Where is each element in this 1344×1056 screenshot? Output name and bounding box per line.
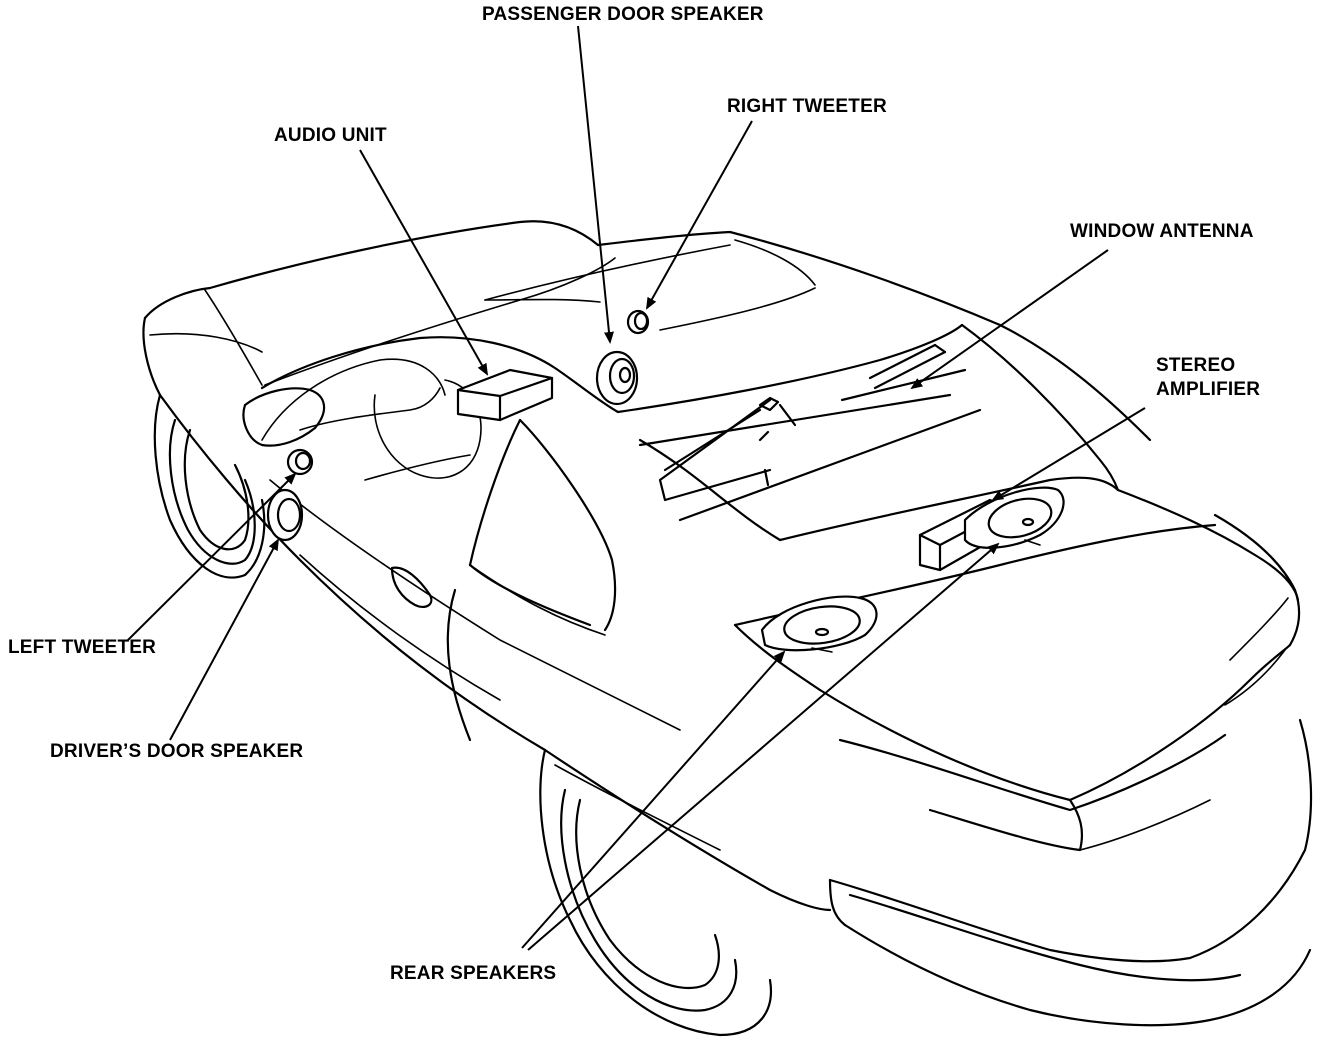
label-window-antenna: WINDOW ANTENNA [1070,221,1254,242]
audio-unit-box [456,368,554,422]
rear-speaker-right [963,486,1065,549]
label-audio-unit: AUDIO UNIT [274,125,387,146]
label-stereo-amplifier: STEREO AMPLIFIER [1156,354,1260,402]
passenger-door-speaker [595,350,639,406]
label-rear-speakers: REAR SPEAKERS [390,963,557,984]
drivers-door-speaker [266,488,304,542]
label-right-tweeter: RIGHT TWEETER [727,96,887,117]
leader-lines [127,25,1146,951]
label-stereo-amplifier-line1: STEREO [1156,355,1236,376]
rear-speaker-left [760,595,878,653]
window-antenna [638,343,982,522]
label-passenger-door-speaker: PASSENGER DOOR SPEAKER [482,4,764,25]
car-body [142,220,1313,1037]
label-drivers-door-speaker: DRIVER’S DOOR SPEAKER [50,741,304,762]
label-stereo-amplifier-line2: AMPLIFIER [1156,379,1261,400]
left-tweeter [286,448,314,476]
label-left-tweeter: LEFT TWEETER [8,637,157,658]
right-tweeter [626,309,650,335]
